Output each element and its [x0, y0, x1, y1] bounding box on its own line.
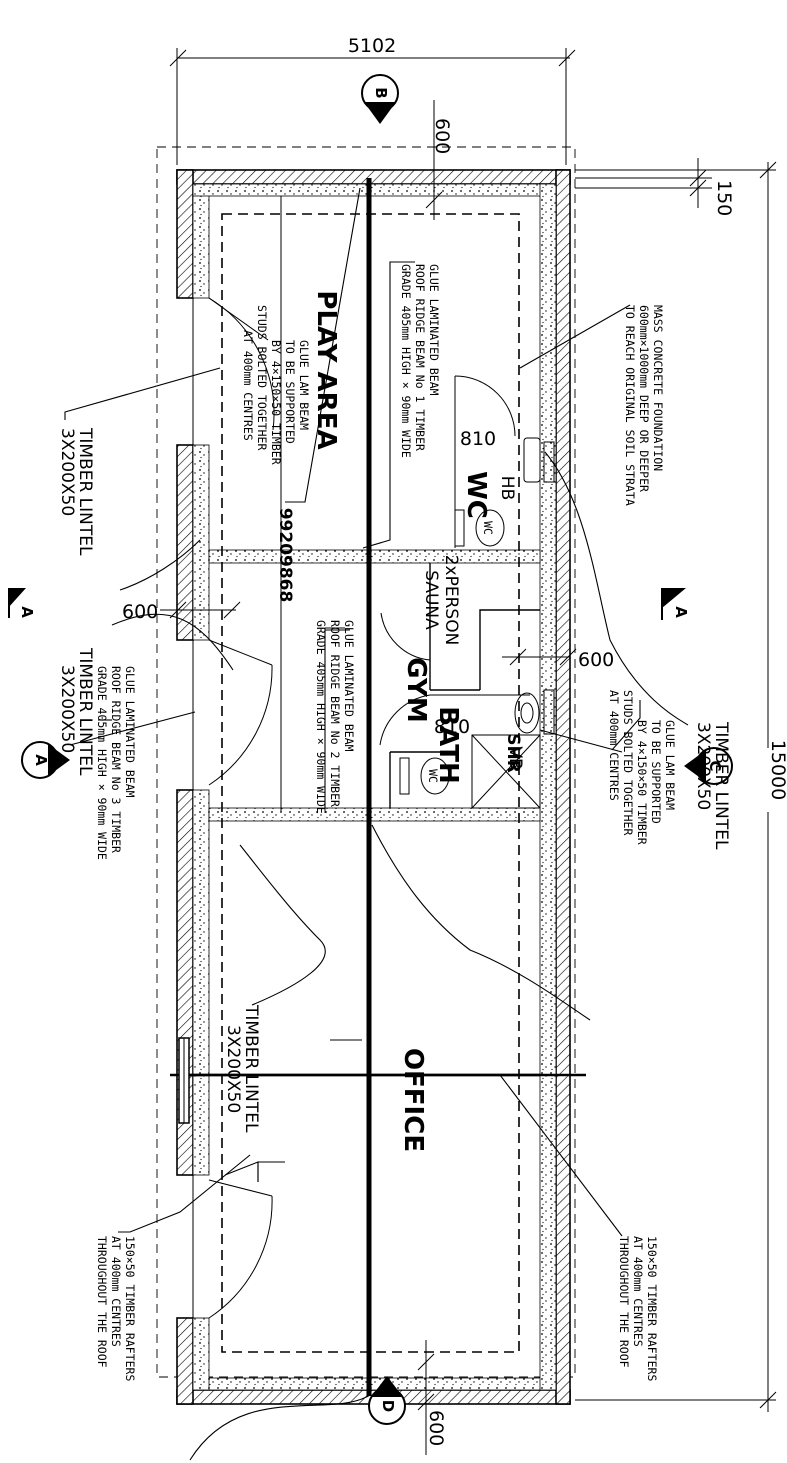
- svg-text:STUDS BOLTED TOGETHER: STUDS BOLTED TOGETHER: [255, 305, 269, 450]
- elevation-marker-a: A: [21, 741, 70, 779]
- wc-toilet: WC: [454, 509, 505, 547]
- lintel-label-1: TIMBER LINTEL 3X200X50: [57, 427, 95, 556]
- note-beam-3: GLUE LAMINATED BEAM ROOF RIDGE BEAM No 3…: [95, 666, 137, 860]
- svg-text:A: A: [18, 606, 36, 618]
- room-bath: BATH: [433, 706, 463, 783]
- note-glulam-support-left: GLUE LAM BEAM TO BE SUPPORTED BY 4×150×5…: [241, 305, 311, 465]
- length-dim-text: 15000: [767, 740, 787, 800]
- length-dimension: 15000: [575, 161, 787, 1412]
- offset-150-dimension: 150: [575, 158, 735, 216]
- room-wc: WC: [461, 471, 491, 519]
- wc-toilet-label: WC: [481, 521, 495, 535]
- svg-text:AT 400mm CENTRES: AT 400mm CENTRES: [109, 1236, 123, 1347]
- hb-label: HB: [497, 476, 517, 500]
- svg-text:AT 400mm CENTRES: AT 400mm CENTRES: [631, 1236, 645, 1347]
- elevation-marker-c: C: [684, 747, 733, 785]
- svg-text:600: 600: [425, 1410, 447, 1446]
- svg-text:THROUGHOUT THE ROOF: THROUGHOUT THE ROOF: [95, 1236, 109, 1368]
- door-swings: [208, 297, 530, 1319]
- room-play-area: PLAY AREA: [311, 290, 341, 449]
- sauna-walls: [429, 563, 540, 691]
- room-sauna-line2: SAUNA: [421, 570, 441, 630]
- svg-text:600mm×1000mm DEEP OR DEEPER: 600mm×1000mm DEEP OR DEEPER: [637, 305, 651, 492]
- svg-text:ROOF RIDGE BEAM No 2 TIMBER: ROOF RIDGE BEAM No 2 TIMBER: [328, 620, 342, 807]
- note-rafters-right: 150×50 TIMBER RAFTERS AT 400mm CENTRES T…: [617, 1236, 659, 1381]
- svg-text:3X200X50: 3X200X50: [57, 428, 77, 516]
- door-810-bath: 810: [434, 716, 470, 738]
- svg-text:GRADE 405mm HIGH × 90mm WIDE: GRADE 405mm HIGH × 90mm WIDE: [314, 620, 328, 814]
- svg-text:ROOF RIDGE BEAM No 1 TIMBER: ROOF RIDGE BEAM No 1 TIMBER: [413, 264, 427, 451]
- svg-text:TO REACH ORIGINAL SOIL STRATA: TO REACH ORIGINAL SOIL STRATA: [623, 305, 637, 506]
- svg-text:GRADE 405mm HIGH × 90mm WIDE: GRADE 405mm HIGH × 90mm WIDE: [399, 264, 413, 458]
- hand-basin: HB: [497, 437, 555, 500]
- svg-text:150×50 TIMBER RAFTERS: 150×50 TIMBER RAFTERS: [645, 1236, 659, 1381]
- room-office: OFFICE: [398, 1048, 428, 1152]
- lintel-label-3: TIMBER LINTEL 3X200X50: [693, 721, 731, 850]
- note-foundation: MASS CONCRETE FOUNDATION 600mm×1000mm DE…: [623, 305, 665, 506]
- svg-text:AT 400mm CENTRES: AT 400mm CENTRES: [607, 690, 621, 801]
- svg-text:TIMBER LINTEL: TIMBER LINTEL: [241, 1004, 261, 1133]
- svg-text:TIMBER LINTEL: TIMBER LINTEL: [711, 721, 731, 850]
- svg-text:600: 600: [431, 118, 453, 154]
- svg-text:GLUE LAMINATED BEAM: GLUE LAMINATED BEAM: [342, 620, 356, 752]
- elevation-marker-d: D: [368, 1376, 406, 1425]
- lintel-label-2: TIMBER LINTEL 3X200X50: [57, 647, 95, 776]
- width-dimension: 5102: [169, 35, 576, 165]
- bath-toilet-label: WC: [426, 769, 440, 783]
- width-dim-text: 5102: [348, 35, 396, 57]
- room-gym: GYM: [401, 657, 431, 722]
- offset-600-top: 600: [425, 100, 453, 220]
- note-beam-1: GLUE LAMINATED BEAM ROOF RIDGE BEAM No 1…: [399, 264, 441, 458]
- bath-toilet: WC: [399, 757, 450, 795]
- svg-text:THROUGHOUT THE ROOF: THROUGHOUT THE ROOF: [617, 1236, 631, 1368]
- section-marker-right: A: [661, 588, 690, 620]
- svg-text:600: 600: [122, 601, 158, 623]
- svg-text:BY 4×150×50 TIMBER: BY 4×150×50 TIMBER: [269, 340, 283, 465]
- offset-600-bottom: 600: [417, 1340, 447, 1455]
- note-rafters-left: 150×50 TIMBER RAFTERS AT 400mm CENTRES T…: [95, 1236, 137, 1381]
- svg-text:3X200X50: 3X200X50: [223, 1025, 243, 1113]
- code-number: 99209868: [275, 508, 295, 603]
- svg-text:TIMBER LINTEL: TIMBER LINTEL: [75, 647, 95, 776]
- shr-label: SHR: [503, 733, 523, 773]
- svg-text:AT 400mm CENTRES: AT 400mm CENTRES: [241, 330, 255, 441]
- shower: SHR: [471, 733, 541, 809]
- svg-text:MASS CONCRETE FOUNDATION: MASS CONCRETE FOUNDATION: [651, 305, 665, 471]
- svg-text:B: B: [372, 87, 390, 98]
- room-sauna-line1: 2xPERSON: [441, 555, 461, 646]
- svg-text:D: D: [379, 1400, 397, 1412]
- svg-text:ROOF RIDGE BEAM No 3 TIMBER: ROOF RIDGE BEAM No 3 TIMBER: [109, 666, 123, 853]
- offset-600-mid-right: 600: [502, 648, 614, 671]
- lintel-label-4: TIMBER LINTEL 3X200X50: [223, 1004, 261, 1133]
- svg-text:TO BE SUPPORTED: TO BE SUPPORTED: [649, 720, 663, 824]
- offset-600-mid-left: 600: [122, 601, 241, 623]
- leader-lines: [64, 187, 689, 1461]
- svg-text:GLUE LAMINATED BEAM: GLUE LAMINATED BEAM: [123, 666, 137, 798]
- svg-text:GLUE LAM BEAM: GLUE LAM BEAM: [663, 720, 677, 810]
- elevation-marker-b: B: [361, 74, 399, 124]
- section-marker-left: A: [8, 588, 36, 618]
- svg-text:TO BE SUPPORTED: TO BE SUPPORTED: [283, 340, 297, 444]
- svg-text:3X200X50: 3X200X50: [57, 665, 77, 753]
- door-810-wc: 810: [460, 428, 496, 450]
- svg-text:150×50 TIMBER RAFTERS: 150×50 TIMBER RAFTERS: [123, 1236, 137, 1381]
- svg-text:600: 600: [578, 649, 614, 671]
- svg-text:GRADE 405mm HIGH × 90mm WIDE: GRADE 405mm HIGH × 90mm WIDE: [95, 666, 109, 860]
- svg-text:A: A: [672, 606, 690, 618]
- svg-text:STUDS BOLTED TOGETHER: STUDS BOLTED TOGETHER: [621, 690, 635, 835]
- svg-text:GLUE LAMINATED BEAM: GLUE LAMINATED BEAM: [427, 264, 441, 396]
- svg-text:C: C: [706, 760, 724, 771]
- offset-150-text: 150: [713, 180, 735, 216]
- svg-text:A: A: [32, 754, 50, 766]
- svg-text:GLUE LAM BEAM: GLUE LAM BEAM: [297, 340, 311, 430]
- vb-label: VB: [505, 746, 525, 769]
- svg-text:BY 4×150×50 TIMBER: BY 4×150×50 TIMBER: [635, 720, 649, 845]
- vanity-basin: VB: [505, 689, 555, 770]
- note-glulam-support-right: GLUE LAM BEAM TO BE SUPPORTED BY 4×150×5…: [607, 690, 677, 845]
- svg-text:3X200X50: 3X200X50: [693, 722, 713, 810]
- walls: [176, 169, 571, 1405]
- note-beam-2: GLUE LAMINATED BEAM ROOF RIDGE BEAM No 2…: [314, 620, 356, 814]
- svg-text:TIMBER LINTEL: TIMBER LINTEL: [75, 427, 95, 556]
